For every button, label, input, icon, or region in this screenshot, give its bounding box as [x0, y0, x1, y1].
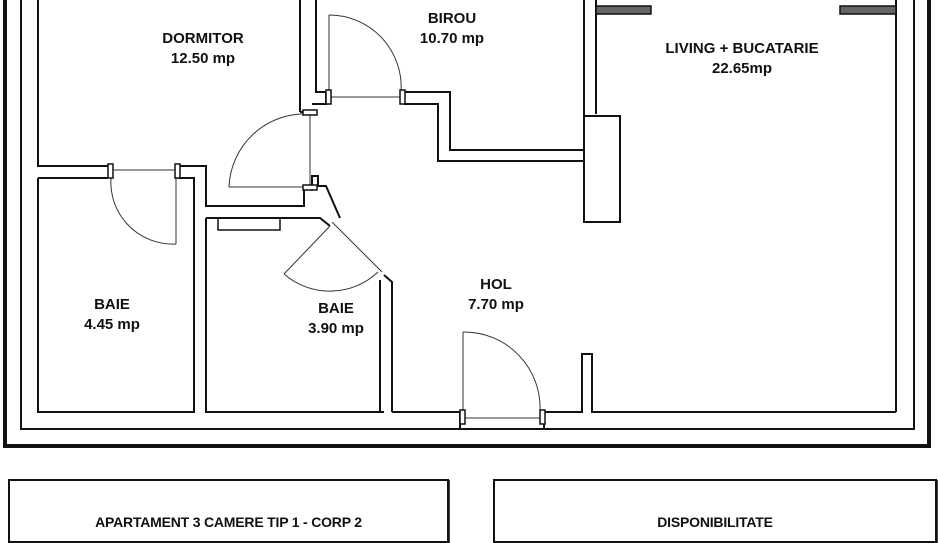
room-baie-2: BAIE 3.90 mp	[308, 299, 364, 339]
outer-wall-thick	[3, 0, 931, 448]
availability-title: DISPONIBILITATE	[657, 514, 773, 530]
availability-box: DISPONIBILITATE	[493, 479, 937, 543]
apartment-type-box: APARTAMENT 3 CAMERE TIP 1 - CORP 2	[8, 479, 449, 543]
room-name: LIVING + BUCATARIE	[665, 40, 819, 57]
room-area: 22.65mp	[711, 60, 773, 77]
room-area: 10.70 mp	[419, 30, 485, 47]
room-name: BIROU	[427, 10, 477, 27]
floor-plan-drawing	[3, 0, 931, 448]
room-area: 3.90 mp	[308, 320, 364, 337]
room-area: 12.50 mp	[170, 50, 236, 67]
apartment-wall-left	[37, 0, 108, 167]
room-name: DORMITOR	[162, 30, 244, 47]
room-area: 7.70 mp	[468, 296, 524, 313]
baie2-door	[283, 221, 383, 292]
room-dormitor: DORMITOR 12.50 mp	[162, 29, 243, 69]
dormitor-door	[228, 113, 311, 188]
room-living: LIVING + BUCATARIE 22.65mp	[665, 39, 818, 79]
room-birou: BIROU 10.70 mp	[420, 9, 484, 49]
entrance-door	[462, 331, 541, 419]
room-name: BAIE	[94, 296, 130, 313]
baie1-door	[110, 169, 178, 245]
room-name: BAIE	[318, 300, 354, 317]
room-baie-1: BAIE 4.45 mp	[84, 295, 140, 335]
room-hol: HOL 7.70 mp	[468, 275, 524, 315]
room-area: 4.45 mp	[84, 316, 140, 333]
room-name: HOL	[480, 276, 512, 293]
birou-door	[328, 14, 402, 98]
outer-wall-inner	[20, 0, 915, 430]
apartment-type-title: APARTAMENT 3 CAMERE TIP 1 - CORP 2	[95, 514, 362, 530]
